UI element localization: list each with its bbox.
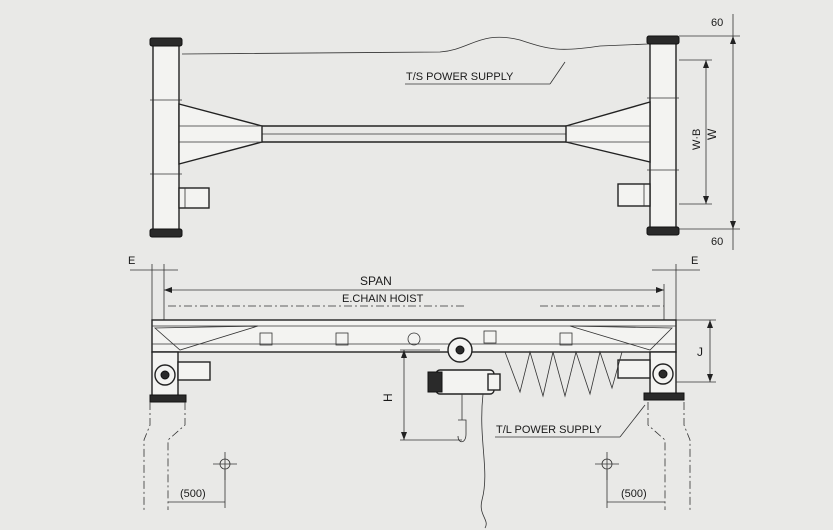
top-view: T/S POWER SUPPLY W W·B 60 60 xyxy=(149,14,740,250)
tl-power-supply-label: T/L POWER SUPPLY xyxy=(496,424,602,436)
h-label: H xyxy=(381,393,395,402)
span-label: SPAN xyxy=(360,274,392,288)
chain-hoist-label: E.CHAIN HOIST xyxy=(342,293,424,305)
e-right-label: E xyxy=(691,255,698,267)
front-view: SPAN E E E.CHAIN HOIST xyxy=(128,255,716,529)
left-column: (500) xyxy=(143,402,237,510)
dimension-w: W W·B 60 60 xyxy=(679,14,740,250)
dim-top-60-label: 60 xyxy=(711,17,723,29)
chain-hoist xyxy=(427,337,501,529)
right-end-truck xyxy=(617,35,680,236)
left-end-carriage xyxy=(149,351,211,403)
right-column: (500) xyxy=(595,402,691,510)
ts-power-supply-label: T/S POWER SUPPLY xyxy=(406,71,514,83)
tl-power-festoon xyxy=(504,350,623,398)
dim-w-label: W xyxy=(705,128,719,140)
left-end-truck xyxy=(149,37,210,238)
girder-front xyxy=(151,319,677,353)
dim-500-left-label: (500) xyxy=(180,488,206,500)
dimension-h: H xyxy=(381,349,462,441)
j-label: J xyxy=(697,345,703,359)
ts-power-cable xyxy=(181,36,649,55)
dimension-span: SPAN xyxy=(163,274,665,320)
girder-top xyxy=(178,101,651,165)
dim-bottom-60-label: 60 xyxy=(711,236,723,248)
dim-wb-label: W·B xyxy=(691,129,703,150)
right-end-carriage xyxy=(617,351,685,401)
dim-500-right-label: (500) xyxy=(621,488,647,500)
dimension-j: J xyxy=(676,319,716,383)
e-left-label: E xyxy=(128,255,135,267)
